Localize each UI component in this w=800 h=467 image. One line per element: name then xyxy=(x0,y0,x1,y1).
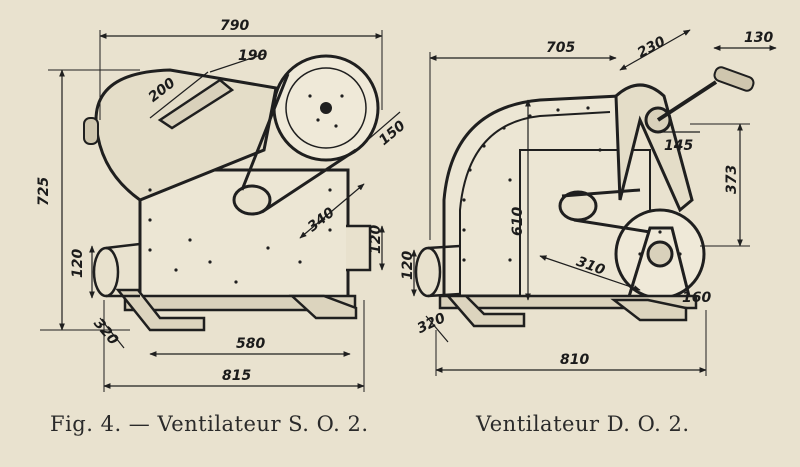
do2-dim-wheel-offset: 160 xyxy=(682,290,711,306)
so2-upper-drum xyxy=(94,68,278,202)
figure-caption-right: Ventilateur D. O. 2. xyxy=(476,412,690,436)
so2-outlet xyxy=(346,224,372,272)
do2-handle xyxy=(713,66,755,92)
do2-foot-right xyxy=(610,298,688,322)
ventilateur-so2-drawing xyxy=(40,30,401,392)
figure-caption-left: Fig. 4. — Ventilateur S. O. 2. xyxy=(50,412,369,436)
do2-dim-handle: 130 xyxy=(744,30,773,46)
so2-dim-foot: 320 xyxy=(90,316,121,349)
do2-foot-left xyxy=(445,294,526,328)
do2-dim-height-body: 610 xyxy=(510,207,526,236)
so2-small-pulley xyxy=(232,184,272,216)
so2-dim-base-length: 580 xyxy=(236,336,265,352)
so2-dim-base-overall: 815 xyxy=(222,368,251,384)
do2-dim-foot: 320 xyxy=(415,310,448,337)
do2-inlet xyxy=(414,246,442,298)
so2-foot-left xyxy=(115,288,206,332)
do2-arm xyxy=(614,83,694,213)
so2-crank xyxy=(157,78,235,130)
so2-dim-overall-width: 790 xyxy=(220,18,249,34)
so2-dim-crank-width: 190 xyxy=(238,48,267,64)
so2-dim-pulley-offset: 150 xyxy=(376,118,409,149)
do2-dim-hub-offset: 145 xyxy=(664,138,693,154)
so2-dim-height: 725 xyxy=(36,177,52,206)
so2-dim-outlet: 120 xyxy=(368,225,384,254)
so2-inlet xyxy=(92,246,120,298)
do2-dim-inlet: 120 xyxy=(400,251,416,280)
ventilateur-do2-drawing xyxy=(411,29,777,376)
do2-dimension-labels: 705 230 130 145 373 610 120 310 160 320 … xyxy=(400,30,773,368)
do2-dim-height-upper: 373 xyxy=(724,165,740,194)
so2-foot-right xyxy=(288,294,358,320)
do2-dim-base-overall: 810 xyxy=(560,352,589,368)
so2-dim-inlet: 120 xyxy=(70,249,86,278)
so2-rivets xyxy=(148,94,344,284)
do2-dim-crank-arm: 230 xyxy=(635,33,669,61)
do2-dim-overall-width: 705 xyxy=(546,40,575,56)
